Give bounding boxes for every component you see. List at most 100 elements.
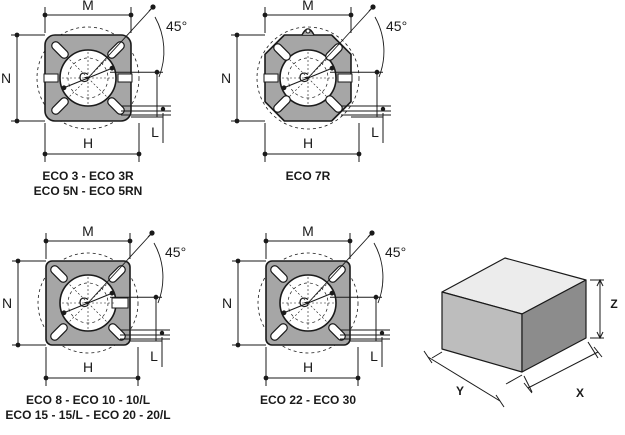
g-label: G [299,69,310,85]
slot-hole [51,97,69,115]
y-dimension-line [427,356,501,402]
m-end-dot [348,12,354,18]
slot-hole [270,323,288,341]
m-end-dot [43,238,49,244]
h-label: H [303,359,313,375]
g-end-dot [281,310,287,316]
slot-hole [107,41,125,59]
bolt-circle-dashed [37,252,139,354]
m-end-dot [263,238,269,244]
angle-leader-line [87,232,153,304]
arrow-head [596,331,604,340]
g-end-dot [109,65,115,71]
m-end-dot [347,238,353,244]
angle-arc [154,16,165,78]
g-end-dot [61,85,67,91]
radial-dashed-line [307,77,327,97]
m-end-dot [128,12,134,18]
slot-hole [270,265,288,283]
slot-hole [328,265,346,283]
angle-label: 45° [386,18,407,34]
slot-hole [325,43,343,61]
h-end-dot [262,151,268,157]
angle-leader-line [87,6,154,79]
box-side-face [521,279,587,373]
y-label: Y [456,384,464,398]
n-label: N [2,295,12,311]
side-end-dot [153,294,159,300]
n-end-dot [14,118,20,124]
angle-corner-mark [148,6,154,12]
g-label: G [79,294,90,310]
angle-leader-line [307,232,373,304]
angle-arc [153,242,164,304]
model-caption: ECO 7R [286,169,331,183]
slot-hole [51,41,69,59]
m-end-dot [262,12,268,18]
l-label: L [370,348,378,364]
caption-line: ECO 7R [286,169,331,183]
g-end-dot [61,310,67,316]
slot-hole [50,323,68,341]
m-label: M [302,223,314,239]
ext-line [587,341,599,359]
m-end-dot [42,12,48,18]
caption-line: ECO 5N - ECO 5RN [34,184,143,198]
n-end-dot [15,258,21,264]
l-dot [159,330,165,336]
x-dimension-line [527,351,599,389]
h-label: H [83,359,93,375]
g-label: G [299,294,310,310]
n-end-dot [235,258,241,264]
l-label: L [150,348,158,364]
l-dot [380,106,386,112]
caption-line: ECO 8 - ECO 10 - 10/L [26,393,150,407]
slot-hole [108,265,126,283]
arrow-head [596,278,604,287]
y-tick [495,394,505,408]
side-end-dot [373,294,379,300]
slot-hole [107,97,125,115]
g-end-dot [329,65,335,71]
ext-line [505,374,523,385]
angle-label: 45° [165,244,186,260]
angle-label: 45° [385,244,406,260]
m-label: M [302,0,314,13]
h-end-dot [355,375,361,381]
angle-arc [374,16,385,78]
h-end-dot [135,375,141,381]
n-end-dot [15,342,21,348]
h-end-dot [42,151,48,157]
radial-dashed-line [87,77,107,97]
flange-notch-left [43,73,59,83]
n-label: N [222,295,232,311]
angle-corner-mark [368,6,374,12]
h-label: H [303,135,313,151]
l-dot [379,330,385,336]
radial-dashed-line [289,59,309,79]
h-label: H [83,135,93,151]
n-label: N [221,70,231,86]
flange-keyway [111,297,129,309]
radial-dashed-line [307,302,327,322]
g-end-dot [109,290,115,296]
caption-line: ECO 3 - ECO 3R [42,169,134,183]
flange-notch-right [337,73,353,83]
ext-line [431,351,443,359]
radial-dashed-line [289,302,309,322]
h-end-dot [43,375,49,381]
h-end-dot [356,151,362,157]
radial-dashed-line [69,77,89,97]
model-caption: ECO 22 - ECO 30 [260,393,356,407]
m-label: M [82,0,94,13]
flange-notch-right [117,73,133,83]
slot-hole [50,265,68,283]
g-end-dot [281,85,287,91]
m-label: M [82,223,94,239]
angle-corner-mark [147,232,153,238]
g-end-dot [329,290,335,296]
